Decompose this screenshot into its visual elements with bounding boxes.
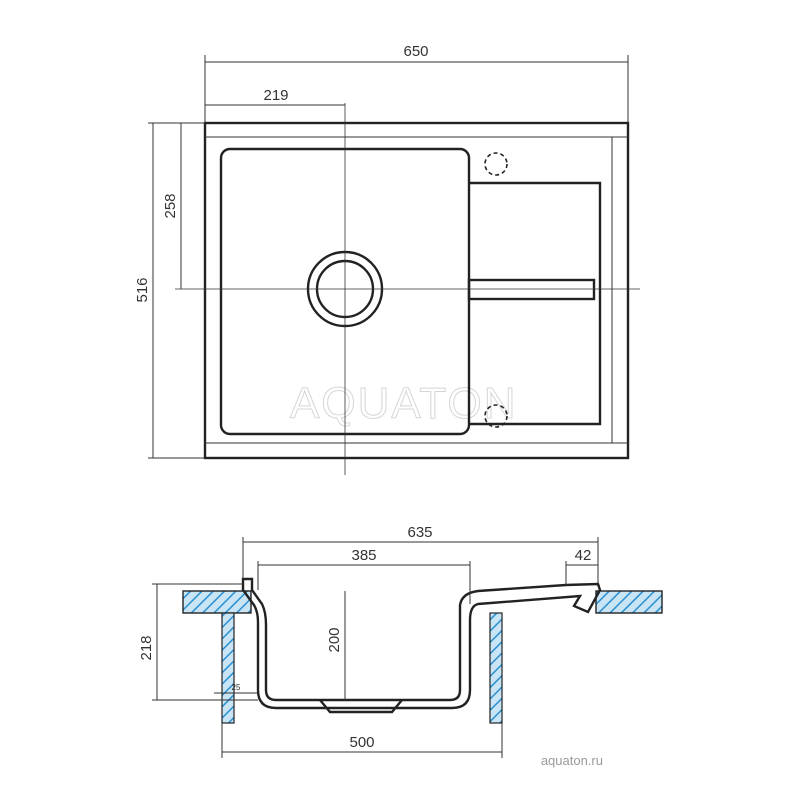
tap-hole-top-marker xyxy=(484,152,508,176)
dim-218-label: 218 xyxy=(138,635,155,660)
dim-42-label: 42 xyxy=(575,547,592,564)
sink-cross-section xyxy=(241,577,602,710)
dim-385-label: 385 xyxy=(351,547,376,564)
sink-outline xyxy=(203,121,630,460)
dim-219-label: 219 xyxy=(263,87,288,104)
side-view: 635 385 42 218 200 25 500 xyxy=(138,524,663,758)
dim-650-label: 650 xyxy=(403,43,428,60)
countertop-left xyxy=(182,590,252,614)
drainboard-rib xyxy=(467,278,596,301)
drainboard-outline xyxy=(469,181,602,426)
drain-stub xyxy=(319,699,403,714)
dim-200-label: 200 xyxy=(326,627,343,652)
website-label: aquaton.ru xyxy=(541,753,603,768)
dim-516-label: 516 xyxy=(134,277,151,302)
top-view: AQUATON 650 219 516 xyxy=(134,43,640,475)
dim-500-label: 500 xyxy=(349,734,374,751)
dim-258-label: 258 xyxy=(162,193,179,218)
dim-635-label: 635 xyxy=(407,524,432,541)
countertop-right xyxy=(595,590,663,614)
cabinet-wall-left xyxy=(221,612,235,724)
cabinet-wall-right xyxy=(489,612,503,724)
dim-25-label: 25 xyxy=(232,683,241,692)
watermark-text: AQUATON xyxy=(290,379,518,428)
tap-hole-bottom-marker xyxy=(484,404,508,428)
